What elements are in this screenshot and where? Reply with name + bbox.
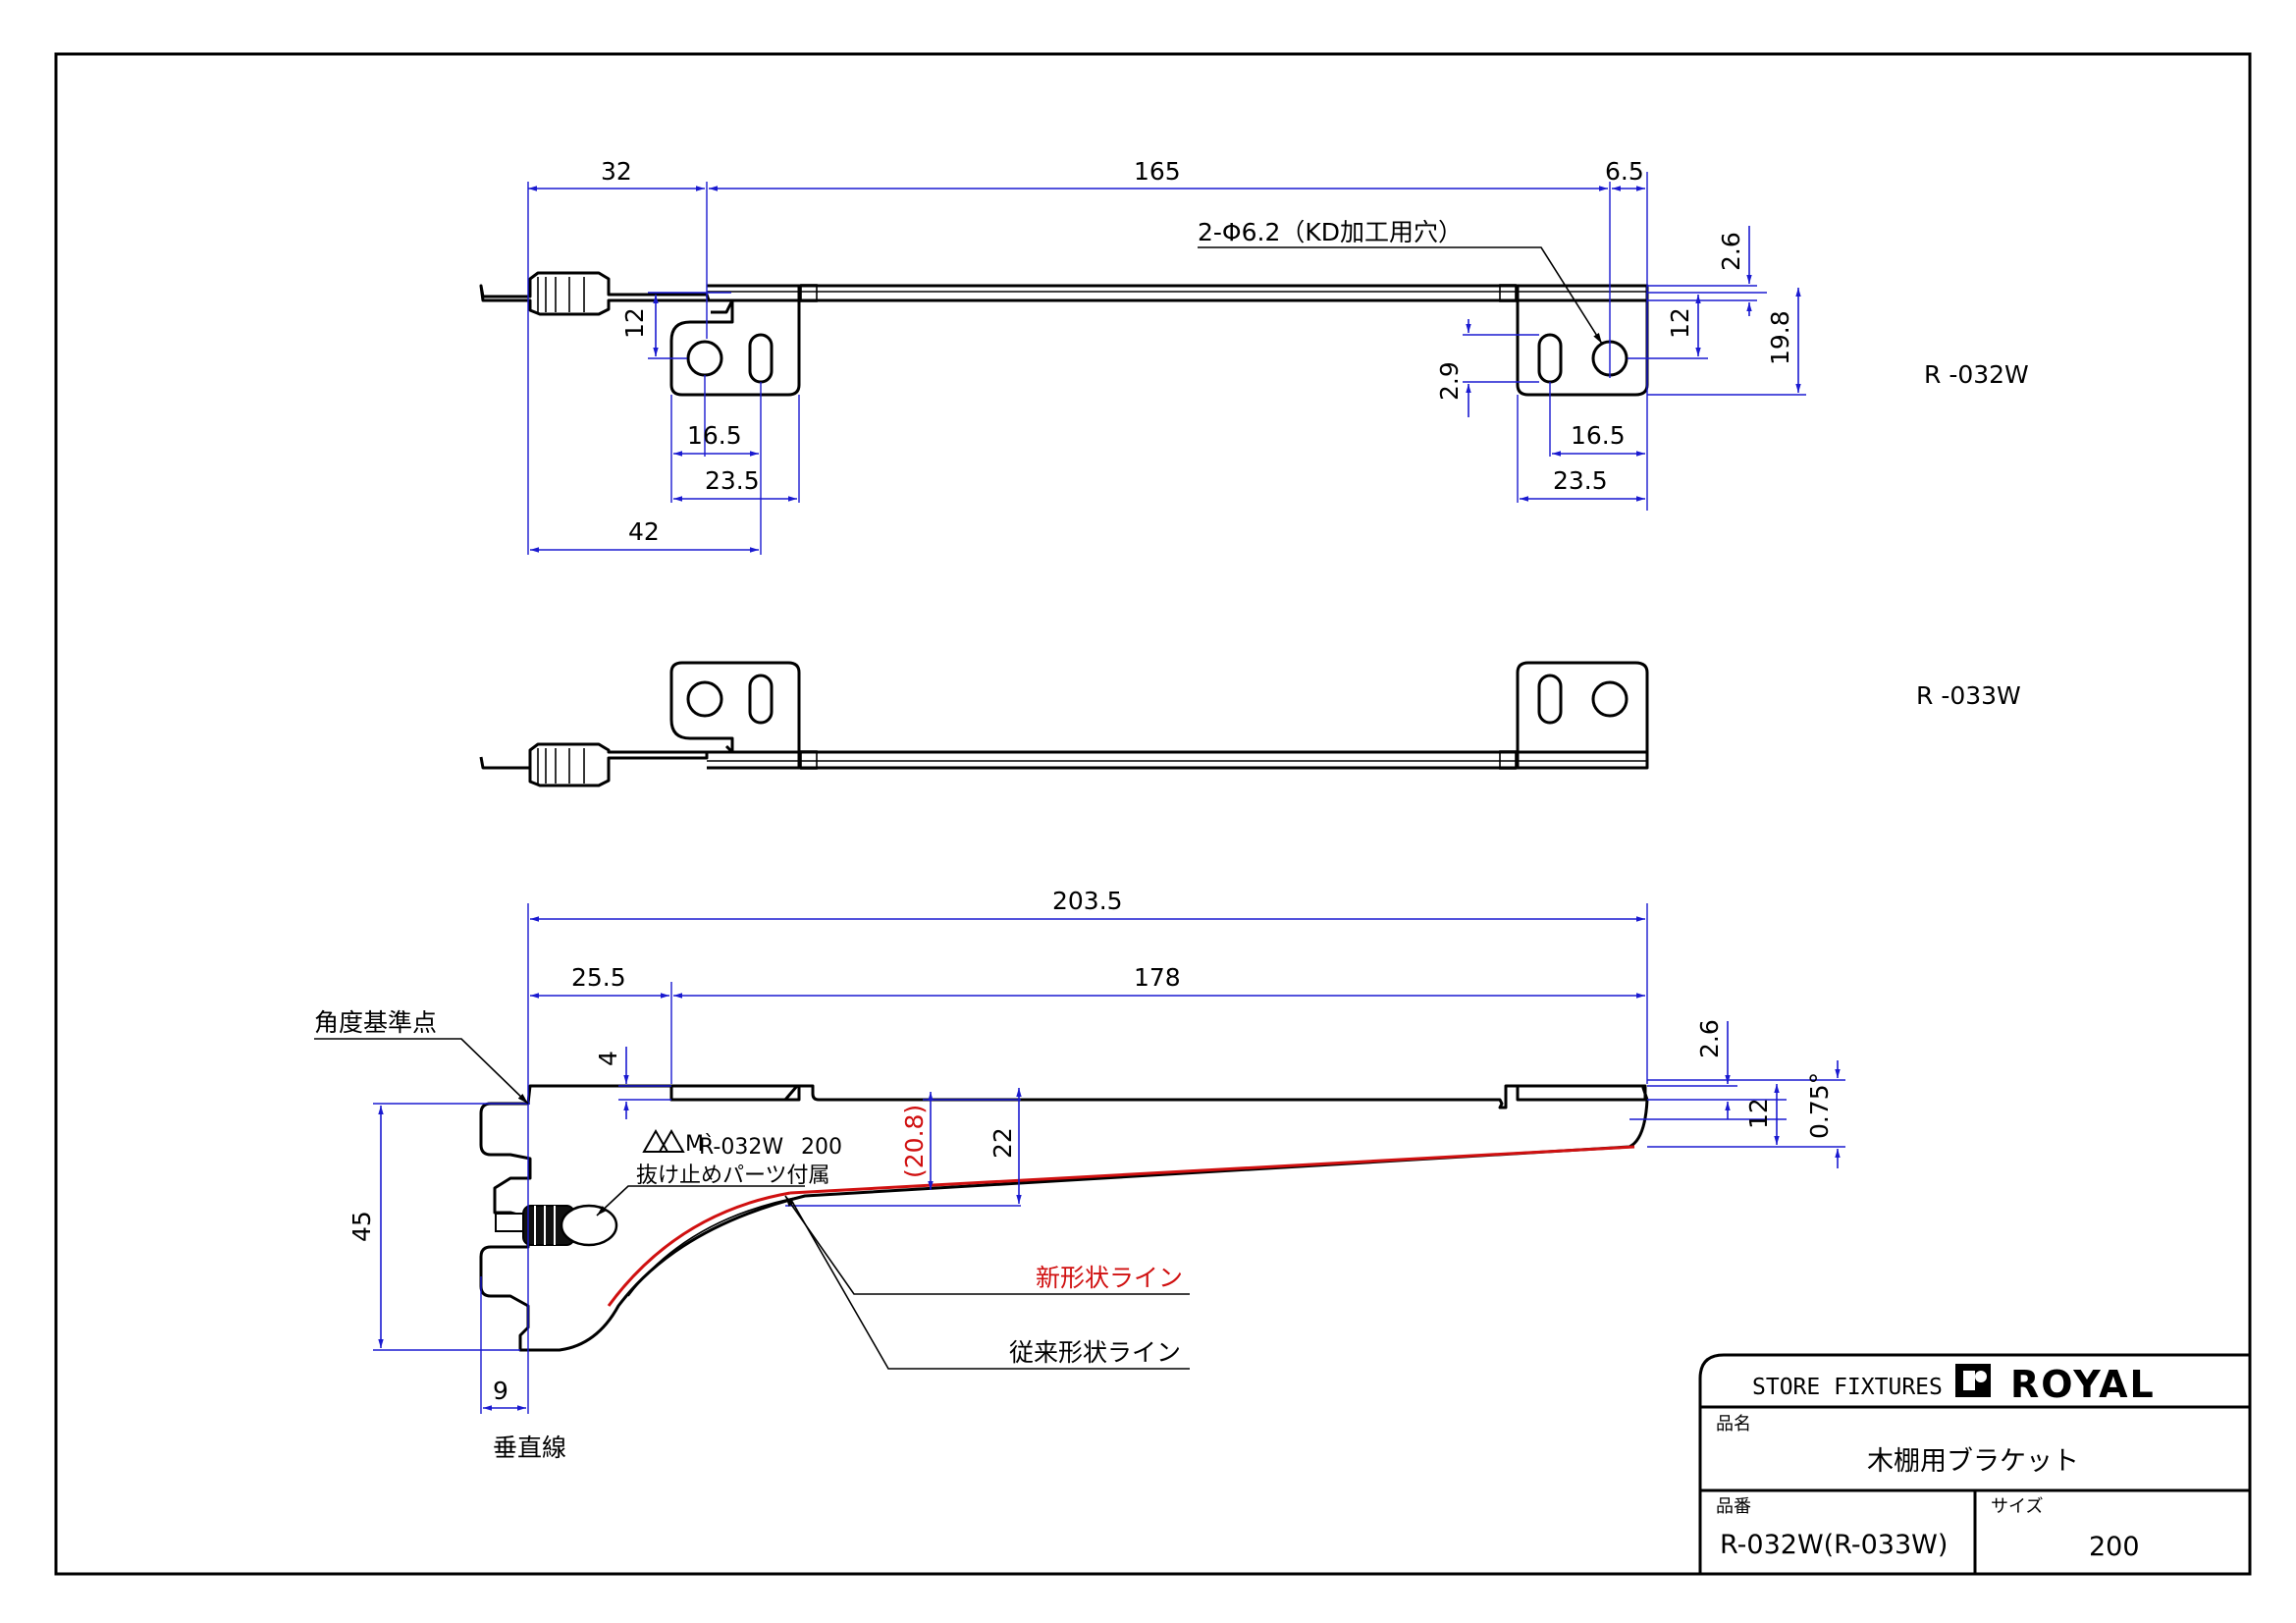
title-block: STORE FIXTURES ROYAL 品名 木棚用ブラケット 品番 R-03…: [1698, 1353, 2250, 1574]
dim-203-5: 203.5: [1052, 887, 1123, 915]
dim-25-5: 25.5: [571, 963, 626, 992]
dim-32: 32: [601, 157, 632, 186]
top-right-flange: [1516, 286, 1649, 397]
dim-4: 4: [594, 1051, 622, 1066]
side-view: M` R-032W 200: [479, 1084, 1649, 1352]
top-left-hole: [686, 340, 723, 377]
label-stopper: 抜け止めパーツ付属: [636, 1163, 830, 1188]
tb-brand-line: STORE FIXTURES: [1752, 1375, 1943, 1400]
dim-2-6-top: 2.6: [1717, 232, 1745, 271]
dim-22: 22: [988, 1127, 1017, 1159]
tb-name-value: 木棚用ブラケット: [1867, 1446, 2079, 1477]
tb-name-label: 品名: [1716, 1414, 1751, 1434]
label-vertical: 垂直線: [493, 1434, 566, 1462]
top-dimensions: 32 165 6.5 2-Φ6.2（KD加工用穴） 12 12 2.6 19.8…: [527, 157, 1806, 555]
side-bracket-body: [479, 1084, 1649, 1352]
side-top-rail: [669, 1084, 801, 1102]
royal-logo: ROYAL: [1955, 1363, 2156, 1406]
tb-number-label: 品番: [1716, 1496, 1751, 1517]
label-old-line: 従来形状ライン: [1009, 1338, 1181, 1367]
dim-9: 9: [493, 1377, 508, 1405]
mirror-left-hole: [686, 680, 723, 718]
mirror-bar: [707, 750, 1649, 770]
dim-12-right: 12: [1666, 307, 1694, 339]
top-left-slot: [748, 333, 774, 384]
top-bar: [707, 284, 1649, 302]
stopper-part: [495, 1204, 618, 1247]
mirror-right-slot: [1537, 674, 1563, 725]
logo-text: ROYAL: [2010, 1363, 2156, 1406]
mirror-left-slot: [748, 674, 774, 725]
mirror-left-flange: [669, 661, 801, 768]
dim-45: 45: [347, 1211, 376, 1242]
hole-note: 2-Φ6.2（KD加工用穴）: [1198, 218, 1463, 246]
label-angle-ref: 角度基準点: [314, 1008, 437, 1037]
stamp-part: R-032W: [699, 1135, 783, 1160]
top-left-flange: [669, 286, 801, 397]
dim-42: 42: [628, 517, 660, 546]
top-plug: [479, 271, 711, 316]
dim-2-9: 2.9: [1435, 361, 1464, 401]
dim-0-75-deg: 0.75°: [1805, 1072, 1834, 1139]
tb-size-label: サイズ: [1991, 1496, 2043, 1517]
stamp-size: 200: [801, 1135, 842, 1160]
mirror-right-hole: [1591, 680, 1629, 718]
dim-16-5-left: 16.5: [687, 421, 742, 450]
label-r032w: R -032W: [1924, 360, 2029, 389]
dim-19-8: 19.8: [1766, 310, 1794, 365]
top-right-slot: [1537, 333, 1563, 384]
dim-23-5-left: 23.5: [705, 466, 760, 495]
old-shape-line: [627, 1195, 806, 1297]
dim-12-side: 12: [1744, 1098, 1773, 1129]
tb-number-value: R-032W(R-033W): [1720, 1530, 1948, 1560]
mirror-right-flange: [1516, 661, 1649, 768]
sheet-border: [54, 52, 2252, 1576]
mirror-view: [479, 661, 1649, 787]
side-dimensions: 203.5 25.5 178 4 45 9 (20.8) 22 2: [347, 887, 1845, 1414]
dim-165: 165: [1134, 157, 1181, 186]
dim-23-5-right: 23.5: [1553, 466, 1608, 495]
dim-2-6-side: 2.6: [1695, 1019, 1724, 1058]
side-labels: 角度基準点 抜け止めパーツ付属 新形状ライン 従来形状ライン 垂直線: [314, 1008, 1190, 1462]
mirror-plug: [479, 742, 709, 787]
svg-text:M`: M`: [685, 1132, 715, 1157]
label-new-line: 新形状ライン: [1036, 1264, 1183, 1292]
dim-20-8: (20.8): [900, 1105, 929, 1178]
bracket-stamp: M` R-032W 200: [642, 1128, 842, 1160]
tb-size-value: 200: [2089, 1532, 2140, 1562]
label-r033w: R -033W: [1916, 681, 2021, 710]
dim-6-5: 6.5: [1605, 157, 1644, 186]
dim-16-5-right: 16.5: [1571, 421, 1626, 450]
dim-178: 178: [1134, 963, 1181, 992]
dim-12-left: 12: [620, 307, 649, 339]
